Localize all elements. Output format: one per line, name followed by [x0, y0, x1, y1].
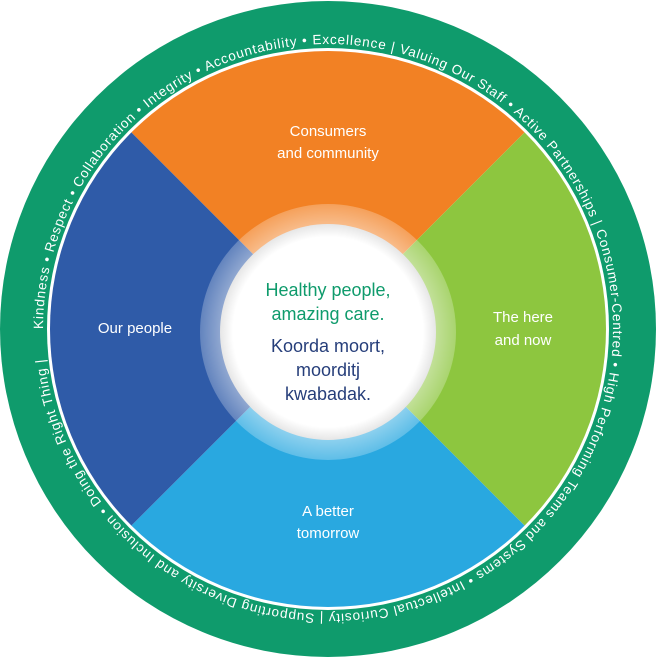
quadrant-right-label-line1: The here [493, 309, 553, 326]
quadrant-top-label-line2: and community [277, 145, 379, 162]
quadrant-top-label-line1: Consumers [290, 123, 367, 140]
center-tagline-line2: amazing care. [271, 304, 384, 324]
quadrant-right-label-line2: and now [495, 332, 552, 349]
center-tagline-line1: Healthy people, [265, 280, 390, 300]
center-circle [220, 224, 436, 440]
quadrant-left-label: Our people [98, 320, 172, 337]
center-noongar-line3: kwabadak. [285, 384, 371, 404]
quadrant-bottom-label-line1: A better [302, 503, 354, 520]
center-noongar-line2: moorditj [296, 360, 360, 380]
quadrant-bottom-label-line2: tomorrow [297, 525, 360, 542]
center-noongar-line1: Koorda moort, [271, 336, 385, 356]
